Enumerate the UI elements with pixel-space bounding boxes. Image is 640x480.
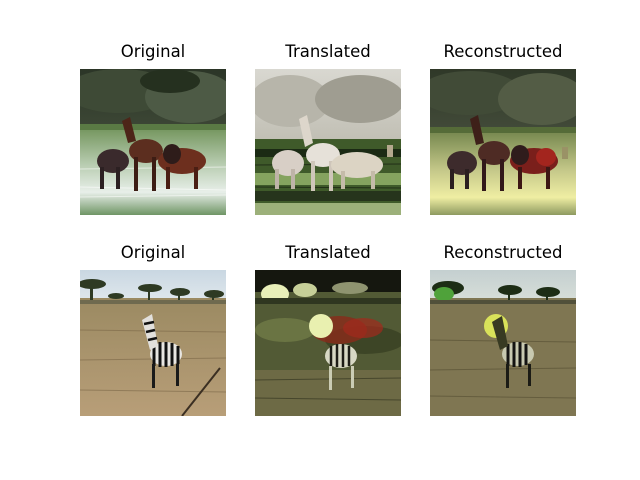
- zebra-original-image: [80, 270, 226, 416]
- zebra-reconstructed-image: [430, 270, 576, 416]
- panel-title: Translated: [285, 243, 371, 262]
- horse-translated-image: [255, 69, 401, 215]
- panel-title: Reconstructed: [443, 243, 563, 262]
- panel-title: Original: [120, 42, 186, 61]
- panel-title: Reconstructed: [443, 42, 563, 61]
- zebra-translated-image: [255, 270, 401, 416]
- panel-title: Translated: [285, 42, 371, 61]
- horse-original-image: [80, 69, 226, 215]
- horse-reconstructed-image: [430, 69, 576, 215]
- panel-title: Original: [120, 243, 186, 262]
